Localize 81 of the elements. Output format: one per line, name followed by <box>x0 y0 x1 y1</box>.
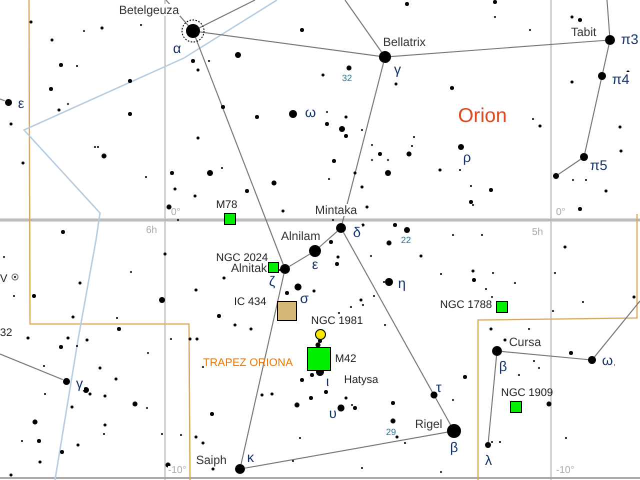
greek-letter-label: π4 <box>611 72 630 86</box>
star-dot <box>4 98 12 106</box>
greek-letter-label: ρ <box>463 150 471 164</box>
greek-letter-label: λ <box>484 453 493 467</box>
greek-letter-label: π5 <box>589 158 608 172</box>
object-label: NGC 1788 <box>440 300 492 311</box>
grid-coordinate-label: 5h <box>532 228 544 238</box>
constellation-line <box>390 40 606 58</box>
star-name: Rigel <box>414 418 444 430</box>
constellation-line <box>0 354 63 380</box>
star-dot <box>580 153 588 161</box>
grid-coordinate-label: 0° <box>556 208 566 218</box>
object-label: IC 434 <box>234 297 266 308</box>
constellation-line <box>558 158 581 175</box>
grid-coordinate-label: -10° <box>556 466 574 476</box>
constellation-name: Orion <box>458 106 507 126</box>
greek-letter-label: ω <box>305 105 316 119</box>
object-label: 32 <box>0 328 12 339</box>
constellation-line <box>319 230 338 248</box>
object-label: Hatysa <box>344 375 378 386</box>
constellation-line <box>289 254 310 267</box>
constellation-line <box>195 37 284 265</box>
star-number-label: 29 <box>386 428 396 437</box>
constellation-line <box>344 0 382 52</box>
grid-coordinate-label: 0° <box>171 208 181 218</box>
star-number-label: 32 <box>342 74 352 83</box>
greek-letter-label: π3 <box>620 32 640 46</box>
greek-letter-label: σ <box>300 291 309 305</box>
star-name: Alnitak <box>230 262 268 274</box>
object-label: M42 <box>335 354 356 365</box>
star-dot <box>186 24 200 38</box>
grid-coordinate-label: 6h <box>146 226 158 236</box>
constellation-line <box>244 432 448 469</box>
greek-letter-label: ι <box>326 374 330 388</box>
constellation-line <box>488 356 498 442</box>
greek-letter-label: η <box>398 276 406 290</box>
greek-letter-label: β <box>449 440 460 454</box>
constellation-line <box>594 300 640 358</box>
greek-letter-label: β <box>498 359 508 373</box>
star-dot <box>309 245 321 257</box>
constellation-line <box>342 62 384 224</box>
star-dot <box>62 378 70 384</box>
star-name: Betelgeuza <box>118 4 180 16</box>
star-dot <box>379 51 391 63</box>
star-name: Cursa <box>508 336 542 348</box>
star-dot <box>336 223 346 233</box>
star-dot <box>605 35 615 45</box>
star-name: Tabit <box>570 26 598 38</box>
constellation-line <box>342 232 452 426</box>
star-name: Saiph <box>195 454 228 466</box>
region-label: TRAPEZ ORIONA <box>203 358 293 369</box>
star-name: Mintaka <box>314 204 358 216</box>
grid-coordinate-label: -10° <box>168 466 186 476</box>
star-dot <box>588 356 596 364</box>
greek-letter-label: ζ <box>268 274 276 288</box>
constellation-line <box>606 0 610 36</box>
object-label: NGC 1981 <box>311 316 363 327</box>
star-name: Alnilam <box>280 230 322 242</box>
greek-letter-label: δ <box>352 225 362 239</box>
constellation-line <box>584 80 602 154</box>
object-label: V <box>0 274 8 285</box>
star-dot <box>492 346 502 356</box>
star-name: Bellatrix <box>382 36 427 48</box>
object-label: NGC 1909 <box>501 388 553 399</box>
star-dot <box>598 72 606 80</box>
constellation-line <box>0 98 5 102</box>
star-dot <box>280 264 290 274</box>
object-label: M78 <box>216 200 238 211</box>
object-label: NGC 2024 <box>216 253 268 264</box>
constellation-line <box>240 274 284 464</box>
greek-letter-label: υ <box>329 406 337 420</box>
star-dot <box>235 464 245 474</box>
star-dot <box>485 442 491 448</box>
constellation-line <box>502 350 588 360</box>
star-dot <box>553 173 559 179</box>
star-dot <box>447 424 461 438</box>
constellation-line <box>200 31 380 57</box>
star-number-label: 22 <box>401 236 412 245</box>
constellation-line <box>602 44 610 72</box>
constellation-line <box>199 0 256 28</box>
greek-letter-label: τ <box>436 380 442 394</box>
